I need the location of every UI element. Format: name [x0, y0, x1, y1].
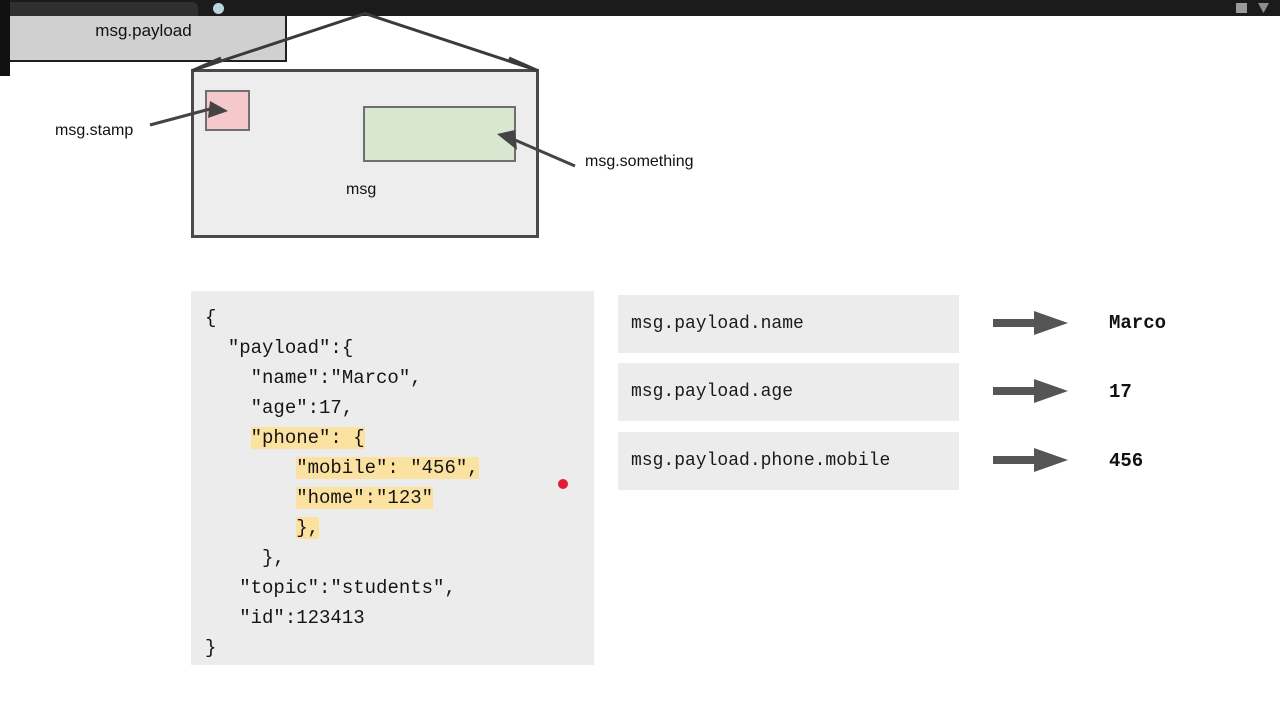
chevron-down-icon[interactable] [1258, 3, 1269, 13]
path-label: msg.payload.age [631, 382, 794, 402]
payload-banner-label: msg.payload [95, 21, 192, 40]
chrome-left-edge-block [0, 0, 10, 76]
right-arrow-icon [993, 379, 1068, 403]
json-line: { [205, 307, 217, 329]
msg-something-box [363, 106, 516, 162]
path-label: msg.payload.name [631, 314, 804, 334]
value-label: 17 [1109, 381, 1132, 403]
right-arrow-icon [993, 448, 1068, 472]
record-dot-icon [213, 3, 224, 14]
stamp-pointer-arrow-icon [149, 101, 228, 127]
msg-body-label: msg [346, 181, 377, 198]
json-line: }, [262, 547, 285, 569]
json-code-panel: { "payload":{ "name":"Marco", "age":17, … [191, 291, 594, 665]
json-line: "topic":"students", [239, 577, 456, 599]
json-line: "age":17, [250, 397, 354, 419]
msg-something-annotation: msg.something [585, 153, 694, 170]
json-line: } [205, 637, 217, 659]
json-line: "id":123413 [239, 607, 365, 629]
path-label: msg.payload.phone.mobile [631, 451, 891, 471]
browser-tab[interactable] [2, 2, 198, 16]
path-row[interactable]: msg.payload.name [618, 295, 959, 353]
cursor-dot-icon [558, 479, 568, 489]
browser-chrome-bar [0, 0, 1280, 16]
json-line: "phone": { [250, 427, 365, 449]
value-label: 456 [1109, 450, 1144, 472]
json-line: "payload":{ [227, 337, 354, 359]
json-line: "home":"123" [296, 487, 434, 509]
window-restore-icon[interactable] [1236, 3, 1247, 13]
msg-stamp-annotation: msg.stamp [55, 122, 134, 139]
json-line: }, [296, 517, 320, 539]
value-label: Marco [1109, 312, 1167, 334]
path-row[interactable]: msg.payload.age [618, 363, 959, 421]
something-pointer-arrow-icon [497, 130, 576, 168]
json-line: "mobile": "456", [296, 457, 479, 479]
right-arrow-icon [993, 311, 1068, 335]
json-code-text: { "payload":{ "name":"Marco", "age":17, … [205, 303, 479, 663]
path-row[interactable]: msg.payload.phone.mobile [618, 432, 959, 490]
json-line: "name":"Marco", [250, 367, 422, 389]
